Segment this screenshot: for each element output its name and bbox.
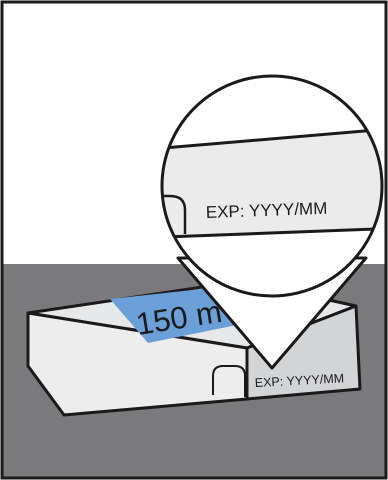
expiry-date-illustration: 150 m EXP: YYYY/MM EXP: YYYY/MM <box>0 0 388 480</box>
illustration-frame: 150 m EXP: YYYY/MM EXP: YYYY/MM <box>0 0 388 480</box>
